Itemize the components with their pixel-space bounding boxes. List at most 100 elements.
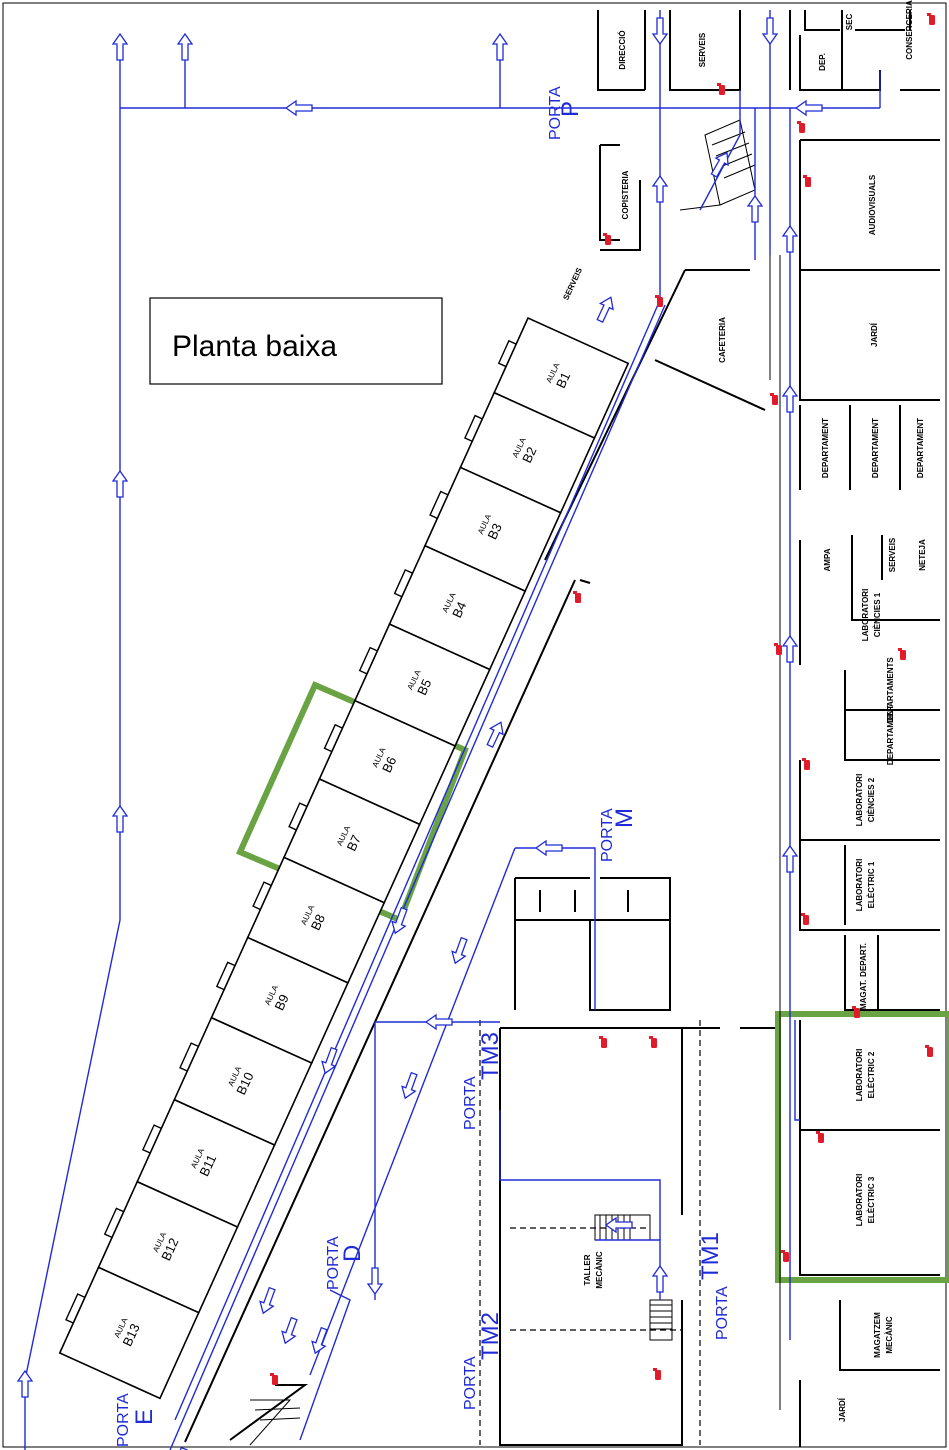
top-block-walls xyxy=(597,10,940,251)
room-lab-ciencies1-l1: LABORATORI xyxy=(861,589,870,642)
aula-number-b7: B7 xyxy=(344,833,364,854)
porta-m-letter: M xyxy=(611,808,638,828)
room-magat: MAGAT. xyxy=(859,980,868,1010)
porta-tm3-letters: TM3 xyxy=(477,1032,504,1080)
aula-window xyxy=(393,568,413,598)
room-magatzem-l2: MECÀNIC xyxy=(885,1316,894,1354)
extinguisher-icon xyxy=(653,1368,661,1380)
room-serveis-top: SERVEIS xyxy=(698,32,707,67)
extinguisher-icon xyxy=(655,295,663,307)
workshop-walls xyxy=(479,877,775,1446)
room-taller-l2: MECÀNIC xyxy=(595,1251,604,1289)
extinguisher-icon xyxy=(599,1036,607,1048)
aula-number-b3: B3 xyxy=(485,521,505,542)
highlight-lab-electric xyxy=(775,1011,949,1283)
room-serveis-b: SERVEIS xyxy=(561,266,584,302)
room-departament-4: DEPARTAMENT xyxy=(886,705,895,765)
room-departament-1: DEPARTAMENT xyxy=(821,418,830,478)
extinguisher-icon xyxy=(801,913,809,925)
porta-tm2-letters: TM2 xyxy=(477,1312,504,1360)
aula-number-b9: B9 xyxy=(271,992,291,1013)
room-sec: SEC xyxy=(845,14,854,31)
room-audiovisuals: AUDIOVISUALS xyxy=(868,174,877,235)
aula-number-b4: B4 xyxy=(449,599,469,620)
porta-d-letter: D xyxy=(339,1245,366,1262)
room-departaments: DEPARTAMENTS xyxy=(886,657,895,723)
room-lab-ciencies1-l2: CIÈNCIES 1 xyxy=(873,592,882,637)
page-title: Planta baixa xyxy=(172,330,337,363)
title-box xyxy=(149,297,443,385)
extinguisher-icon xyxy=(774,643,782,655)
aula-window xyxy=(252,881,272,911)
room-lab-electric2-l1: LABORATORI xyxy=(855,1049,864,1102)
room-serveis-mid: SERVEIS xyxy=(888,537,897,572)
porta-tm2-word: PORTA xyxy=(462,1356,479,1410)
aula-window xyxy=(358,646,378,675)
extinguisher-icon xyxy=(573,591,581,603)
aula-window xyxy=(215,961,236,991)
aula-window xyxy=(497,339,517,368)
extinguisher-icon xyxy=(797,121,805,133)
room-direccio: DIRECCIÓ xyxy=(618,30,627,69)
room-jardi-top: JARDÍ xyxy=(870,322,879,347)
aula-number-b1: B1 xyxy=(553,370,573,391)
aula-room-b13 xyxy=(58,1266,200,1400)
room-cafeteria: CAFETERIA xyxy=(718,317,727,363)
aula-window xyxy=(65,1293,86,1324)
aula-window xyxy=(142,1124,162,1154)
room-departament-3: DEPARTAMENT xyxy=(916,418,925,478)
extinguisher-icon xyxy=(927,13,935,25)
porta-tm3-word: PORTA xyxy=(462,1076,479,1130)
room-dep: DEP. xyxy=(818,53,827,71)
room-jardi-bottom: JARDÍ xyxy=(838,1397,847,1422)
room-departament-2: DEPARTAMENT xyxy=(871,418,880,478)
room-magatzem-l1: MAGATZEM xyxy=(873,1312,882,1358)
extinguisher-icon xyxy=(781,1250,789,1262)
door-labels: PORTA P PORTA M PORTA D PORTA E PORTA TM… xyxy=(115,86,731,1447)
aula-window xyxy=(429,490,449,519)
room-lab-electric3-l1: LABORATORI xyxy=(855,1174,864,1227)
extinguisher-icon xyxy=(270,1373,278,1385)
aula-number-b6: B6 xyxy=(379,754,399,775)
aula-number-b2: B2 xyxy=(519,444,539,465)
room-copisteria: COPISTERIA xyxy=(621,170,630,219)
room-consergeria: CONSERGERIA xyxy=(905,0,914,60)
extinguisher-icon xyxy=(925,1045,933,1057)
porta-e-word: PORTA xyxy=(115,1393,132,1447)
room-lab-electric1-l2: ELÈCTRIC 1 xyxy=(867,861,876,908)
aula-window xyxy=(179,1042,199,1072)
room-lab-ciencies2-l1: LABORATORI xyxy=(855,774,864,827)
porta-d-word: PORTA xyxy=(325,1236,342,1290)
aula-window xyxy=(288,802,308,831)
porta-e-letter: E xyxy=(131,1409,158,1425)
extinguisher-icon xyxy=(898,648,906,660)
aula-window xyxy=(464,414,483,442)
stairs-porta-d xyxy=(229,1384,309,1446)
room-taller-l1: TALLER xyxy=(583,1254,592,1285)
evacuation-routes xyxy=(17,10,881,1450)
porta-tm1-letters: TM1 xyxy=(697,1232,724,1280)
right-column-walls xyxy=(769,139,940,1447)
extinguisher-icon xyxy=(649,1036,657,1048)
room-ampa: AMPA xyxy=(823,548,832,571)
porta-p-letter: P xyxy=(557,101,584,117)
porta-tm1-word: PORTA xyxy=(714,1286,731,1340)
aula-number-b8: B8 xyxy=(308,912,328,933)
room-depart: DEPART. xyxy=(859,943,868,977)
extinguisher-icon xyxy=(803,175,811,187)
room-neteja: NETEJA xyxy=(918,539,927,571)
extinguisher-icon xyxy=(802,758,810,770)
porta-m-word: PORTA xyxy=(599,808,616,862)
aula-number-b5: B5 xyxy=(414,677,434,698)
room-lab-electric1-l1: LABORATORI xyxy=(855,859,864,912)
room-lab-electric2-l2: ELÈCTRIC 2 xyxy=(867,1051,876,1098)
room-lab-electric3-l2: ELÈCTRIC 3 xyxy=(867,1176,876,1223)
room-lab-ciencies2-l2: CIÈNCIES 2 xyxy=(867,777,876,822)
porta-p-word: PORTA xyxy=(547,86,564,140)
aula-window xyxy=(323,723,343,753)
aulas-wing: AULAB1AULAB2AULAB3AULAB4AULAB5AULAB6AULA… xyxy=(58,316,630,1400)
aula-window xyxy=(103,1207,124,1239)
extinguisher-icon xyxy=(770,393,778,405)
